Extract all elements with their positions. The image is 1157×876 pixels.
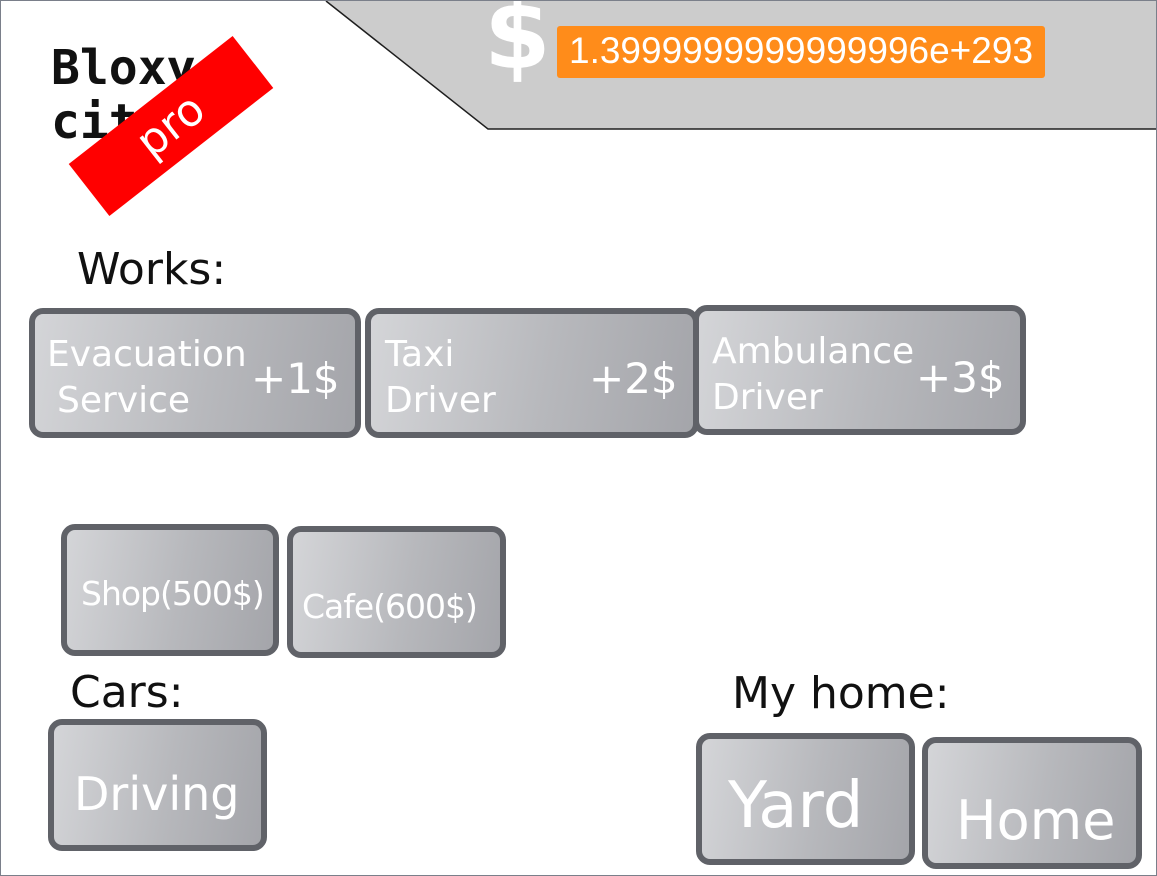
job-reward: +2$ (589, 354, 678, 403)
yard-label: Yard (728, 769, 864, 843)
shop-label: Shop(500$) (81, 574, 265, 613)
home-label: Home (956, 789, 1116, 852)
cafe-label: Cafe(600$) (302, 587, 478, 626)
home-button[interactable]: Home (922, 737, 1142, 869)
job-ambulance-driver-button[interactable]: Ambulance Driver +3$ (693, 305, 1026, 435)
job-name-line2: Driver (712, 377, 823, 418)
job-name-line1: Taxi (385, 334, 455, 375)
money-value: 1.3999999999999996e+293 (557, 26, 1046, 78)
job-name-line2: Driver (385, 380, 496, 421)
job-reward: +1$ (251, 354, 340, 403)
dollar-icon: $ (484, 0, 551, 91)
my-home-label: My home: (732, 668, 950, 719)
game-logo: Bloxy city pro (49, 35, 309, 229)
cars-label: Cars: (70, 667, 184, 718)
driving-label: Driving (74, 767, 240, 821)
job-taxi-driver-button[interactable]: Taxi Driver +2$ (365, 308, 699, 438)
job-reward: +3$ (916, 353, 1005, 402)
job-name-line1: Evacuation (47, 334, 247, 375)
job-name-line1: Ambulance (712, 331, 915, 372)
works-label: Works: (77, 244, 227, 295)
driving-button[interactable]: Driving (48, 719, 267, 851)
banner-edge (325, 1, 1156, 130)
cafe-button[interactable]: Cafe(600$) (287, 526, 506, 658)
job-evacuation-service-button[interactable]: Evacuation Service +1$ (29, 308, 361, 438)
yard-button[interactable]: Yard (696, 733, 915, 865)
shop-button[interactable]: Shop(500$) (61, 524, 279, 656)
job-name-line2: Service (57, 380, 191, 421)
money-banner: $ 1.3999999999999996e+293 (1, 1, 1156, 131)
